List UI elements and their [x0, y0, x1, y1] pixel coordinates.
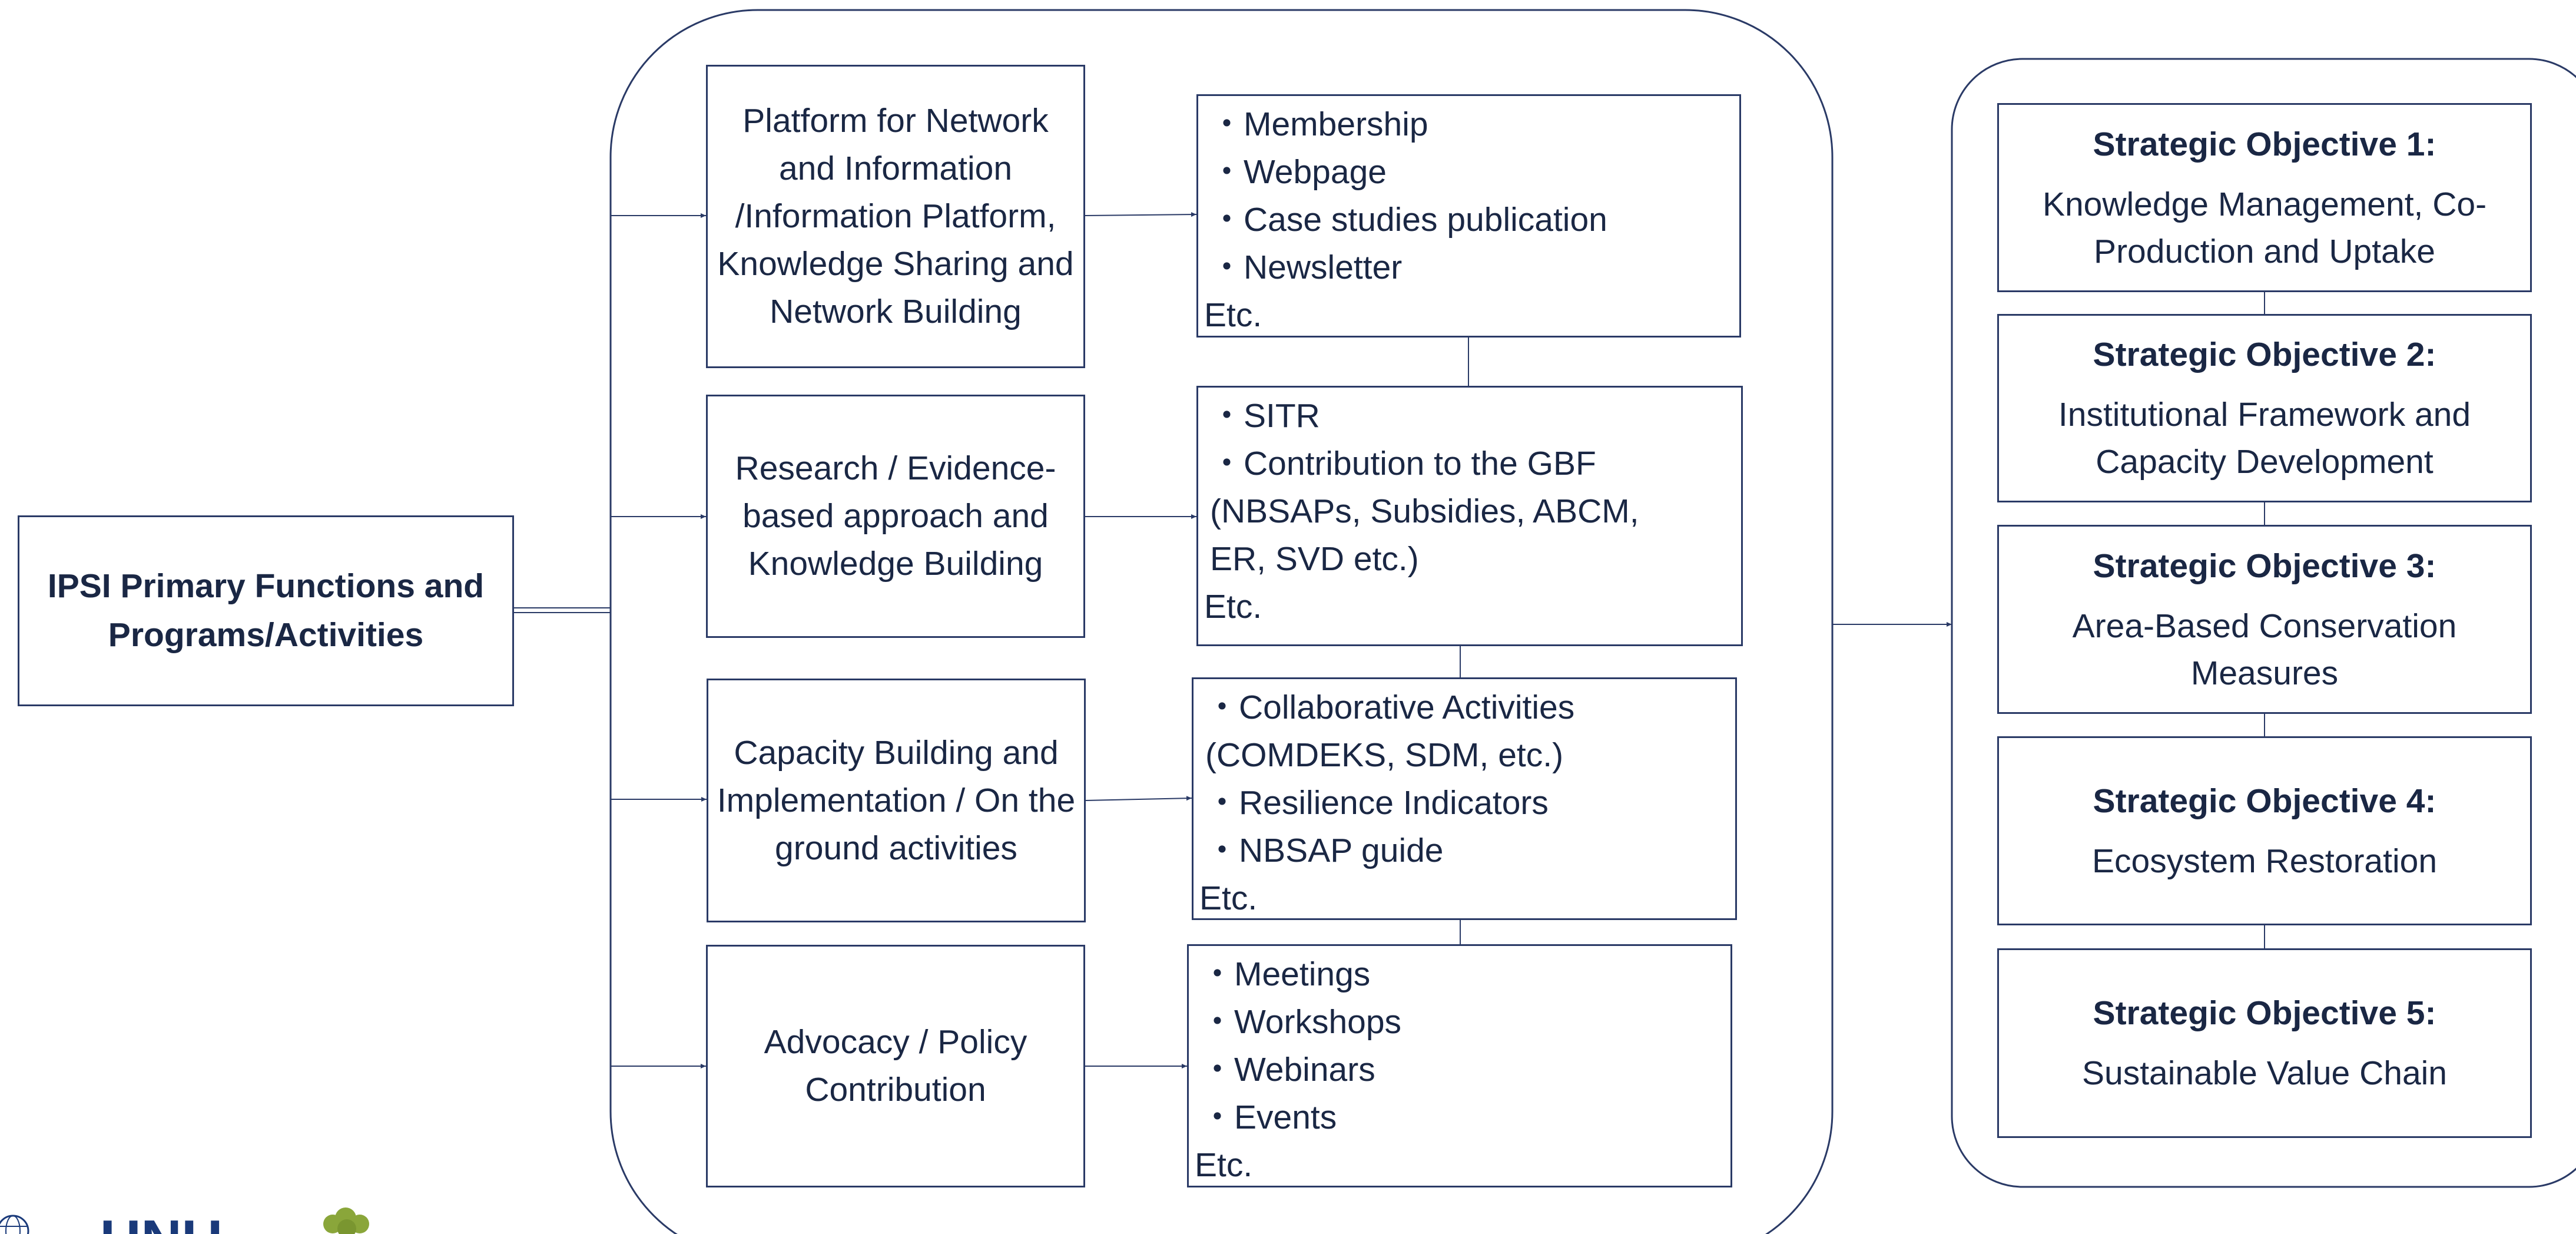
objective-title: Strategic Objective 1: — [2093, 125, 2436, 163]
function-label: Advocacy / Policy Contribution — [764, 1023, 1027, 1109]
activity-box-advocacy: Meetings Workshops Webinars Events Etc. — [1187, 944, 1732, 1187]
objective-box-5: Strategic Objective 5: Sustainable Value… — [1997, 948, 2532, 1138]
unu-logo-text: UNU — [100, 1212, 223, 1234]
objective-box-2: Strategic Objective 2: Institutional Fra… — [1997, 314, 2532, 502]
activity-item-continuation: (NBSAPs, Subsidies, ABCM, — [1210, 492, 1639, 530]
function-box-capacity: Capacity Building and Implementation / O… — [707, 679, 1086, 922]
satoyama-leaf-logo-icon — [323, 1207, 369, 1234]
activity-box-capacity: Collaborative Activities (COMDEKS, SDM, … — [1192, 677, 1737, 920]
objective-box-3: Strategic Objective 3: Area-Based Conser… — [1997, 525, 2532, 714]
activity-item: Newsletter — [1210, 244, 1739, 292]
arrow-to-activity-3 — [1085, 796, 1192, 801]
activity-item: Contribution to the GBF — [1210, 440, 1741, 488]
activity-item: Webpage — [1210, 148, 1739, 196]
objective-description: Area-Based Conservation Measures — [2072, 607, 2457, 692]
activity-item: Membership — [1210, 101, 1739, 148]
objective-description: Knowledge Management, Co-Production and … — [2042, 185, 2487, 270]
objective-description: Institutional Framework and Capacity Dev… — [2058, 396, 2471, 481]
activity-item: Workshops — [1201, 998, 1730, 1046]
functions-container — [609, 9, 1834, 1234]
function-box-advocacy: Advocacy / Policy Contribution — [706, 945, 1085, 1187]
function-label: Platform for Network and Information /In… — [717, 102, 1074, 330]
activity-etc: Etc. — [1204, 588, 1262, 626]
objective-title: Strategic Objective 3: — [2093, 547, 2436, 585]
function-box-platform: Platform for Network and Information /In… — [706, 65, 1085, 368]
function-box-research: Research / Evidence-based approach and K… — [706, 395, 1085, 638]
activity-item: SITR — [1210, 392, 1741, 440]
objective-title: Strategic Objective 4: — [2093, 782, 2436, 820]
activity-etc: Etc. — [1199, 879, 1258, 917]
main-title: IPSI Primary Functions and Programs/Acti… — [47, 567, 485, 654]
activity-item-continuation: ER, SVD etc.) — [1210, 540, 1419, 578]
activity-etc: Etc. — [1195, 1146, 1253, 1184]
activity-box-research: SITR Contribution to the GBF (NBSAPs, Su… — [1196, 386, 1743, 646]
activity-item: Meetings — [1201, 951, 1730, 998]
objective-box-1: Strategic Objective 1: Knowledge Managem… — [1997, 103, 2532, 292]
objective-description: Sustainable Value Chain — [2081, 1054, 2448, 1092]
activity-item-continuation: (COMDEKS, SDM, etc.) — [1205, 736, 1564, 774]
activity-item: Webinars — [1201, 1046, 1730, 1094]
activity-item: Collaborative Activities — [1205, 684, 1735, 732]
activity-item: Resilience Indicators — [1205, 779, 1735, 827]
activity-item: Events — [1201, 1094, 1730, 1142]
activity-etc: Etc. — [1204, 296, 1262, 334]
objective-description: Ecosystem Restoration — [2091, 842, 2438, 880]
activity-box-platform: Membership Webpage Case studies publicat… — [1196, 94, 1741, 338]
activity-item: NBSAP guide — [1205, 827, 1735, 875]
unu-globe-logo-icon — [0, 1215, 29, 1234]
objective-title: Strategic Objective 5: — [2093, 994, 2436, 1032]
function-label: Capacity Building and Implementation / O… — [717, 733, 1076, 867]
main-title-box: IPSI Primary Functions and Programs/Acti… — [18, 515, 514, 706]
objective-title: Strategic Objective 2: — [2093, 336, 2436, 373]
objectives-container — [1951, 58, 2576, 1188]
objective-box-4: Strategic Objective 4: Ecosystem Restora… — [1997, 736, 2532, 925]
activity-item: Case studies publication — [1210, 196, 1739, 244]
arrow-to-activity-1 — [1085, 212, 1197, 217]
unu-logo: UNU — [100, 1212, 223, 1234]
function-label: Research / Evidence-based approach and K… — [735, 449, 1056, 583]
